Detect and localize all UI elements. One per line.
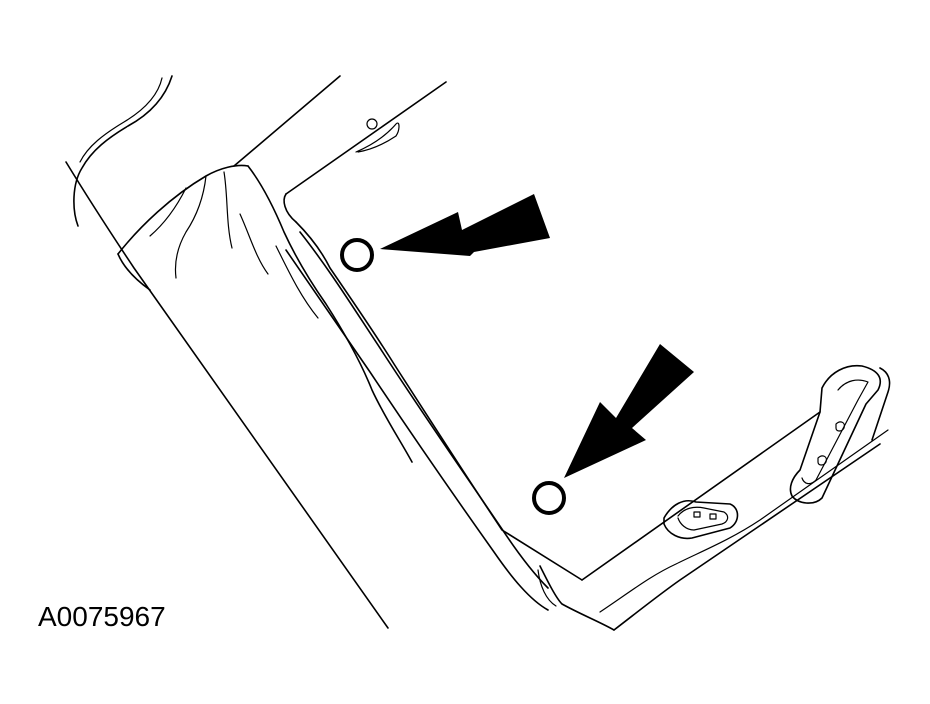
boot-crease-2 xyxy=(223,171,233,249)
upper-pointer-arrow xyxy=(380,194,550,256)
upper-panel-corner xyxy=(283,193,297,223)
boot-lower-edge xyxy=(117,253,151,291)
mount-bracket-hole-2 xyxy=(817,455,827,466)
mount-bracket-hole xyxy=(835,421,845,432)
right-edge-panel xyxy=(871,367,891,441)
figure-id-label: A0075967 xyxy=(38,601,166,632)
upper-panel-lower-edge xyxy=(295,221,583,581)
upper-location-marker xyxy=(340,238,374,272)
flange-line-lower xyxy=(285,249,549,611)
flange-line-upper xyxy=(299,231,549,589)
outer-body-contour xyxy=(73,75,173,227)
boot-top-edge xyxy=(117,164,249,255)
panel-bottom-curve xyxy=(539,565,615,631)
upper-panel-hole xyxy=(366,118,378,130)
upper-panel-top-edge xyxy=(285,81,447,195)
outer-body-contour-inner xyxy=(79,77,163,163)
lower-flange-bottom xyxy=(613,443,881,631)
hinge-bolt-2 xyxy=(709,513,717,520)
panel-bottom-detail xyxy=(537,569,557,607)
upper-panel-slot xyxy=(355,122,400,153)
boot-crease-3 xyxy=(149,187,187,237)
boot-right-edge xyxy=(247,165,413,463)
hinge-bracket-inner xyxy=(677,506,729,531)
lower-flange-mid xyxy=(599,429,889,613)
panel-outer-edge xyxy=(65,161,389,629)
mount-bracket-outline xyxy=(789,364,882,504)
hinge-bracket-outline xyxy=(663,500,739,540)
mount-bracket-inner xyxy=(801,379,869,485)
hinge-bolt-1 xyxy=(693,511,701,518)
lower-location-marker xyxy=(532,481,566,515)
panel-top-edge-long xyxy=(233,75,341,167)
boot-crease-4 xyxy=(239,213,269,275)
boot-crease-1 xyxy=(174,175,207,279)
lower-pointer-arrow xyxy=(564,344,694,478)
boot-crease-5 xyxy=(275,245,319,319)
lower-flange-top xyxy=(581,411,821,581)
